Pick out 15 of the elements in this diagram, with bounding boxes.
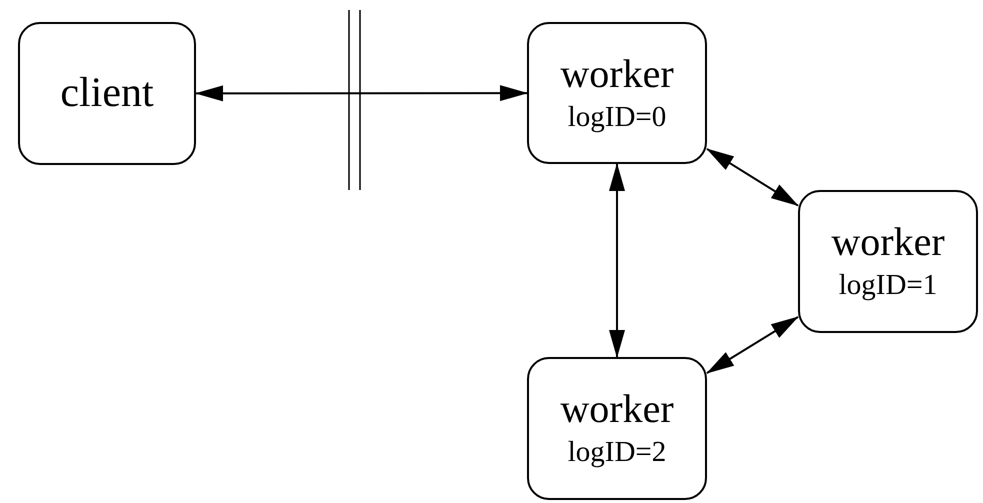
process-box: [18, 22, 196, 165]
node-title: worker: [560, 52, 674, 96]
double-arrow: [609, 163, 625, 358]
double-arrow: [706, 316, 799, 374]
double-arrow: [195, 85, 528, 102]
node-title: worker: [560, 387, 674, 432]
process-box: [527, 357, 707, 500]
node-detail: logID=2: [568, 435, 666, 470]
process-box: [527, 22, 707, 164]
process-box: [798, 190, 978, 333]
node-title: worker: [831, 220, 945, 264]
double-arrow: [706, 148, 799, 206]
node-title: client: [60, 70, 154, 117]
node-detail: logID=0: [568, 100, 666, 134]
node-detail: logID=1: [838, 268, 938, 303]
